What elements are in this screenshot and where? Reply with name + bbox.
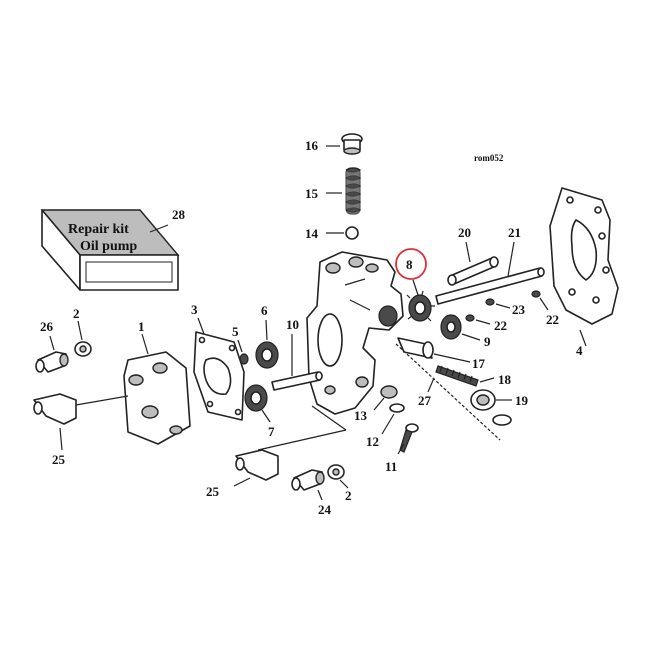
label-7: 7 [268, 424, 275, 439]
label-11: 11 [385, 459, 397, 474]
part-17-sleeve[interactable] [397, 337, 434, 359]
label-18: 18 [498, 372, 512, 387]
label-17: 17 [472, 356, 486, 371]
label-14: 14 [305, 226, 319, 241]
label-16: 16 [305, 138, 319, 153]
label-23: 23 [512, 302, 526, 317]
part-16-bolt[interactable] [341, 133, 363, 155]
part-6-gear[interactable] [255, 341, 279, 369]
part-24-fitting[interactable] [291, 469, 325, 491]
label-20: 20 [458, 225, 471, 240]
part-10-shaft[interactable] [271, 371, 323, 391]
part-18-spring[interactable] [435, 365, 479, 387]
part-12-washer[interactable] [389, 403, 405, 413]
label-1: 1 [138, 319, 145, 334]
part-14-ball[interactable] [345, 226, 359, 240]
label-22b: 22 [546, 312, 559, 327]
label-25a: 25 [52, 452, 66, 467]
part-7-gear[interactable] [244, 384, 268, 412]
label-5: 5 [232, 324, 239, 339]
label-8: 8 [406, 257, 413, 272]
label-9: 9 [484, 334, 491, 349]
part-28-repair-kit-box[interactable]: Repair kit Oil pump [40, 209, 180, 291]
highlight-circle [395, 248, 427, 280]
repair-kit-label: Repair kit [68, 222, 129, 237]
label-13: 13 [354, 408, 368, 423]
label-24: 24 [318, 502, 332, 517]
oil-pump-label: Oil pump [80, 239, 137, 254]
part-22-key-rear[interactable] [531, 290, 541, 298]
part-13-washer[interactable] [380, 385, 398, 399]
part-27-rod[interactable] [395, 343, 512, 441]
label-2b: 2 [345, 488, 352, 503]
part-22-key[interactable] [465, 314, 475, 322]
label-10: 10 [286, 317, 299, 332]
part-26-fitting[interactable] [35, 351, 69, 373]
label-6: 6 [261, 303, 268, 318]
label-21: 21 [508, 225, 521, 240]
part-8-gear[interactable] [406, 290, 435, 322]
part-21-shaft[interactable] [435, 267, 545, 305]
label-19: 19 [515, 393, 529, 408]
part-9-gear[interactable] [440, 314, 462, 340]
part-3-gasket[interactable] [193, 331, 245, 421]
label-15: 15 [305, 186, 319, 201]
part-25-elbow-fitting-lower[interactable] [235, 449, 279, 481]
label-3: 3 [191, 302, 198, 317]
part-20-sleeve[interactable] [447, 256, 499, 286]
part-1-cover[interactable] [123, 351, 191, 445]
label-12: 12 [366, 434, 379, 449]
part-15-spring[interactable] [345, 167, 362, 215]
label-27: 27 [418, 393, 432, 408]
oil-pump-body[interactable] [306, 251, 404, 415]
part-19-plug[interactable] [470, 389, 496, 411]
label-22a: 22 [494, 318, 507, 333]
label-2a: 2 [73, 306, 80, 321]
part-11-screw[interactable] [399, 423, 419, 453]
diagram-reference-code: rom052 [474, 153, 504, 163]
part-25-elbow-fitting[interactable] [33, 393, 129, 425]
label-25b: 25 [206, 484, 220, 499]
part-23-key[interactable] [485, 298, 495, 306]
label-26: 26 [40, 319, 54, 334]
label-4: 4 [576, 343, 583, 358]
label-28: 28 [172, 207, 186, 222]
part-4-gasket[interactable] [549, 187, 619, 325]
